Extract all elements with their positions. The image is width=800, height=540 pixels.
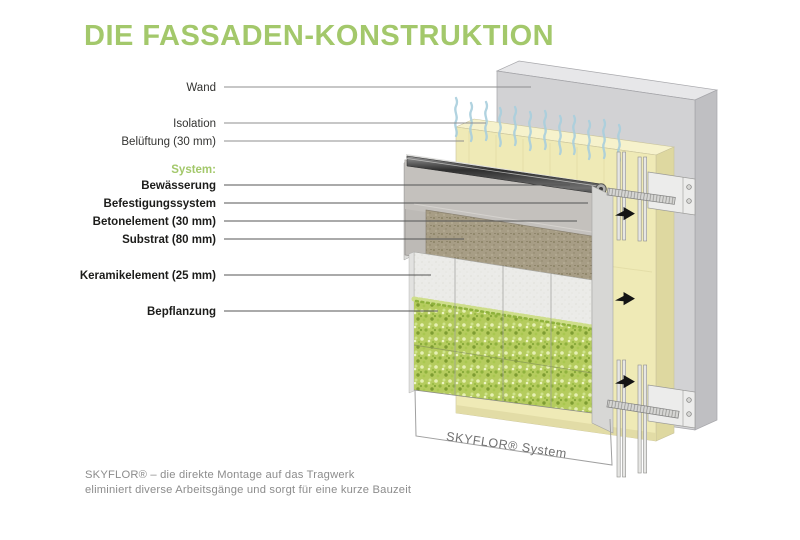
- planting-top-fringe-dark: [414, 299, 594, 331]
- label-wand: Wand: [186, 82, 216, 94]
- concrete-element-face: [405, 160, 592, 237]
- screw-icon: [686, 411, 692, 417]
- page-title: DIE FASSADEN-KONSTRUKTION: [84, 20, 554, 52]
- screw-icon: [686, 397, 692, 403]
- caption: SKYFLOR® – die direkte Montage auf das T…: [85, 469, 412, 496]
- airflow-icon: [484, 100, 489, 142]
- label-keramikelement: Keramikelement (25 mm): [80, 270, 216, 282]
- skyflor-system-assembly: [403, 154, 614, 434]
- label-bepflanzung: Bepflanzung: [147, 306, 216, 318]
- label-betonelement: Betonelement (30 mm): [93, 216, 217, 228]
- insulation-bottom-bevel: [456, 405, 656, 441]
- label-belueftung: Belüftung (30 mm): [121, 136, 216, 148]
- tile-column-joints: [454, 258, 552, 408]
- screw-icon: [686, 198, 692, 204]
- leader-lines: [224, 86, 588, 312]
- label-befestigungssystem: Befestigungssystem: [104, 198, 216, 210]
- dimension-label: SKYFLOR® System: [445, 429, 567, 460]
- mounting-bracket-bottom: [606, 359, 696, 478]
- label-bewaesserung: Bewässerung: [141, 180, 216, 192]
- irrigation-pipe-highlight: [406, 158, 602, 187]
- label-isolation: Isolation: [173, 118, 216, 130]
- bracket-plate-top: [647, 171, 696, 216]
- label-substrat: Substrat (80 mm): [122, 234, 216, 246]
- threaded-rod-bottom: [606, 399, 680, 419]
- tile-left-edge: [408, 251, 415, 394]
- system-right-edge: [591, 185, 614, 434]
- airflow-icon: [469, 101, 474, 143]
- airflow-icon: [454, 96, 459, 138]
- concrete-bevel-line: [413, 203, 593, 233]
- label-system-heading: System:: [171, 164, 216, 176]
- wall-side-face: [694, 89, 718, 431]
- screw-icon: [686, 184, 692, 190]
- layer-labels: Wand Isolation Belüftung (30 mm) System:…: [80, 82, 216, 318]
- threaded-rod-top: [606, 187, 676, 205]
- caption-line-2: eliminiert diverse Arbeitsgänge und sorg…: [85, 484, 412, 496]
- bracket-plate-bottom: [647, 384, 696, 429]
- mounting-bracket-top: [606, 151, 696, 242]
- dimension-bracket-line: [414, 389, 613, 466]
- caption-line-1: SKYFLOR® – die direkte Montage auf das T…: [85, 469, 355, 481]
- bracket-rails-bottom: [616, 359, 648, 478]
